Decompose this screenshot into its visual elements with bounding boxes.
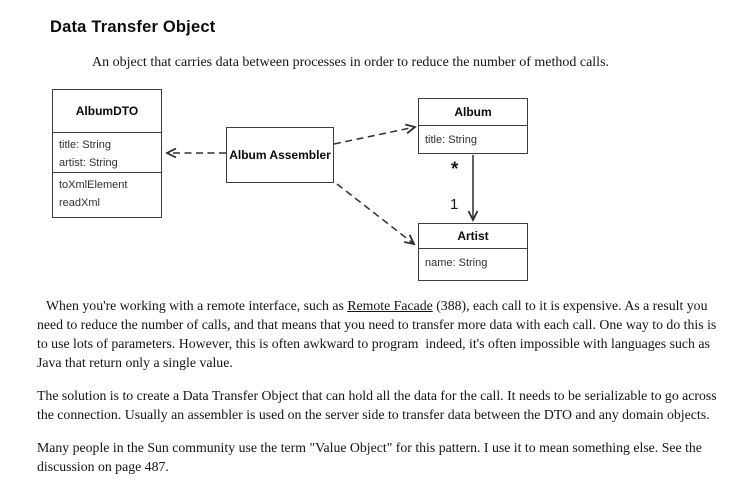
class-box-album: Album title: String [418, 98, 528, 154]
paragraph-solution: The solution is to create a Data Transfe… [37, 388, 721, 422]
method-toxmlelement: toXmlElement [59, 179, 128, 191]
multiplicity-many-label: * [451, 159, 459, 180]
class-name-album: Album [419, 99, 527, 126]
class-name-album-assembler: Album Assembler [229, 148, 331, 162]
remote-facade-link[interactable]: Remote Facade [347, 298, 433, 313]
paragraph-remote-interface: When you're working with a remote interf… [37, 296, 719, 372]
attribute-artist-name: name: String [425, 257, 488, 269]
method-readxml: readXml [59, 197, 100, 209]
class-name-artist: Artist [419, 224, 527, 249]
paragraph-1-lead: When you're working with a remote interf… [46, 298, 348, 313]
attribute-title: title: String [59, 139, 111, 151]
class-box-album-assembler: Album Assembler [226, 127, 334, 183]
attribute-artist: artist: String [59, 157, 118, 169]
attribute-album-title: title: String [425, 134, 477, 146]
dependency-assembler-to-artist-arrow [336, 183, 414, 244]
multiplicity-one-label: 1 [450, 196, 459, 213]
paragraph-value-object: Many people in the Sun community use the… [37, 440, 706, 474]
body-text: When you're working with a remote interf… [37, 296, 719, 490]
class-name-albumdto: AlbumDTO [53, 90, 161, 133]
paragraph-1-rest: (388), each call to it is expensive. As … [37, 298, 720, 370]
class-box-albumdto: AlbumDTO title: String artist: String to… [52, 89, 162, 218]
dependency-assembler-to-album-arrow [333, 127, 415, 145]
pattern-intent: An object that carries data between proc… [92, 55, 610, 70]
class-box-artist: Artist name: String [418, 223, 528, 281]
page-title: Data Transfer Object [50, 18, 216, 36]
uml-diagram: AlbumDTO title: String artist: String to… [52, 89, 528, 281]
